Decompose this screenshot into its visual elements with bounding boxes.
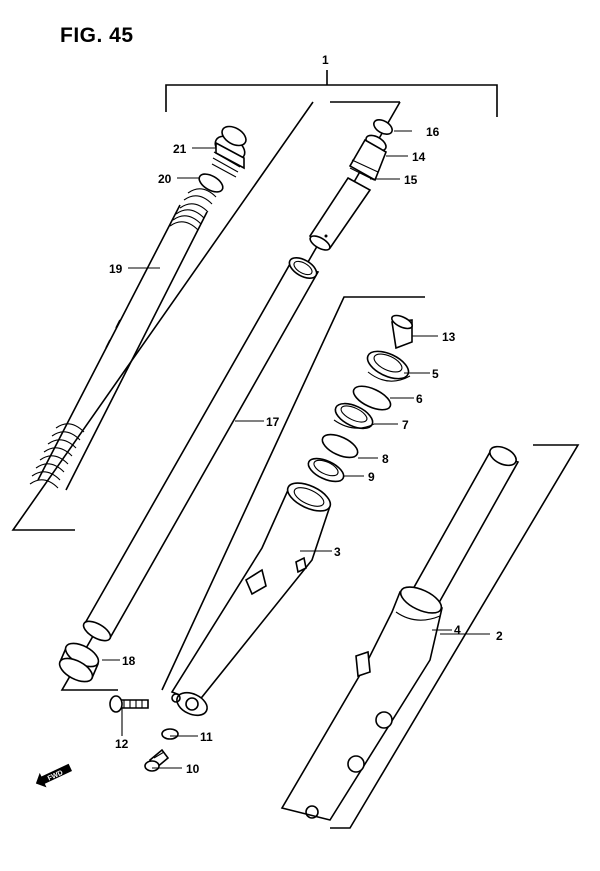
stopper-ring [352, 385, 392, 411]
assembly-bracket [165, 70, 498, 117]
fwd-direction-marker: FWD [35, 763, 73, 788]
callout-19: 19 [109, 262, 123, 276]
callout-18: 18 [122, 654, 136, 668]
callout-15: 15 [404, 173, 418, 187]
fwd-label: FWD [47, 769, 64, 782]
callout-2: 2 [496, 629, 503, 643]
seal-spacer [321, 433, 359, 459]
guide-bushing [58, 642, 100, 683]
fork-cap-bolt [211, 125, 247, 178]
callout-5: 5 [432, 367, 439, 381]
callout-10: 10 [186, 762, 200, 776]
dust-seal [391, 314, 413, 350]
callout-16: 16 [426, 125, 440, 139]
callout-4: 4 [454, 623, 461, 637]
callout-13: 13 [442, 330, 456, 344]
group-outline-seal-set [161, 296, 425, 691]
callout-7: 7 [402, 418, 409, 432]
leader-lines [102, 130, 490, 769]
callout-1: 1 [322, 53, 329, 67]
callout-6: 6 [416, 392, 423, 406]
callout-3: 3 [334, 545, 341, 559]
fork-spring [29, 188, 217, 491]
arrow-left-icon [35, 763, 73, 788]
guide-metal [307, 457, 345, 483]
oil-seal-cap [366, 350, 411, 382]
group-outline-right-fork [330, 444, 580, 829]
callout-9: 9 [368, 470, 375, 484]
callout-12: 12 [115, 737, 129, 751]
drain-screw [144, 748, 170, 772]
figure-title: FIG. 45 [60, 24, 134, 47]
inner-tube [82, 256, 320, 642]
callout-8: 8 [382, 452, 389, 466]
damper-rod-bolt [109, 695, 149, 713]
callout-11: 11 [200, 730, 213, 744]
right-fork-inner-tube [406, 445, 520, 609]
outer-tube-left [170, 482, 332, 717]
group-outline-spring [11, 101, 314, 531]
oil-seal [333, 402, 375, 430]
damper-rod [308, 176, 372, 251]
callout-21: 21 [173, 142, 187, 156]
callout-labels: 1 2 3 4 5 6 7 8 9 10 11 12 13 14 15 16 1… [109, 53, 503, 776]
damper-rod-head [348, 134, 387, 182]
callout-17: 17 [266, 415, 280, 429]
callout-20: 20 [158, 172, 172, 186]
piston-ring [373, 118, 393, 136]
right-fork-outer-tube [280, 586, 443, 821]
callout-14: 14 [412, 150, 426, 164]
o-ring [198, 173, 224, 193]
gasket-washer [161, 728, 179, 740]
